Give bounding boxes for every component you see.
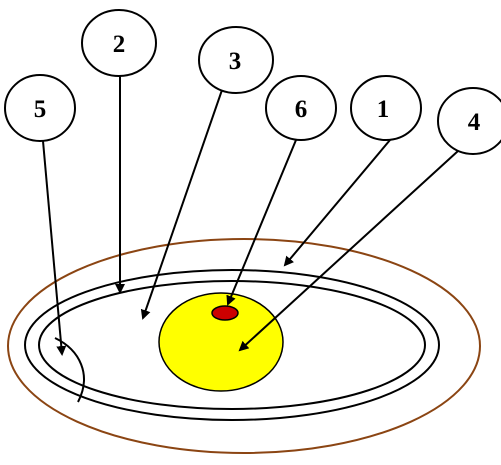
- air-cell-line: [54, 337, 85, 403]
- label-5: 5: [34, 96, 47, 123]
- shell-membrane-inner: [38, 280, 426, 410]
- label-circle-1: [350, 75, 422, 141]
- label-2: 2: [113, 31, 126, 58]
- arrow-label-1-to-outer-shell: [283, 139, 391, 267]
- label-circle-5: [4, 74, 76, 142]
- arrow-label-4-to-yolk: [238, 150, 459, 352]
- germinal-disc: [211, 305, 239, 321]
- arrow-label-3-to-egg-white: [140, 89, 223, 320]
- label-circle-4: [437, 87, 501, 155]
- arrow-label-6-to-germinal-disc: [226, 139, 297, 306]
- label-6: 6: [295, 96, 308, 123]
- arrow-label-5-to-air-cell: [42, 140, 67, 356]
- label-circle-3: [198, 26, 274, 94]
- label-circle-6: [265, 75, 337, 141]
- yolk: [158, 292, 284, 392]
- label-1: 1: [377, 96, 390, 123]
- label-3: 3: [229, 48, 242, 75]
- outer-shell-ring: [7, 238, 481, 454]
- shell-membrane-outer: [24, 269, 440, 421]
- label-4: 4: [468, 109, 481, 136]
